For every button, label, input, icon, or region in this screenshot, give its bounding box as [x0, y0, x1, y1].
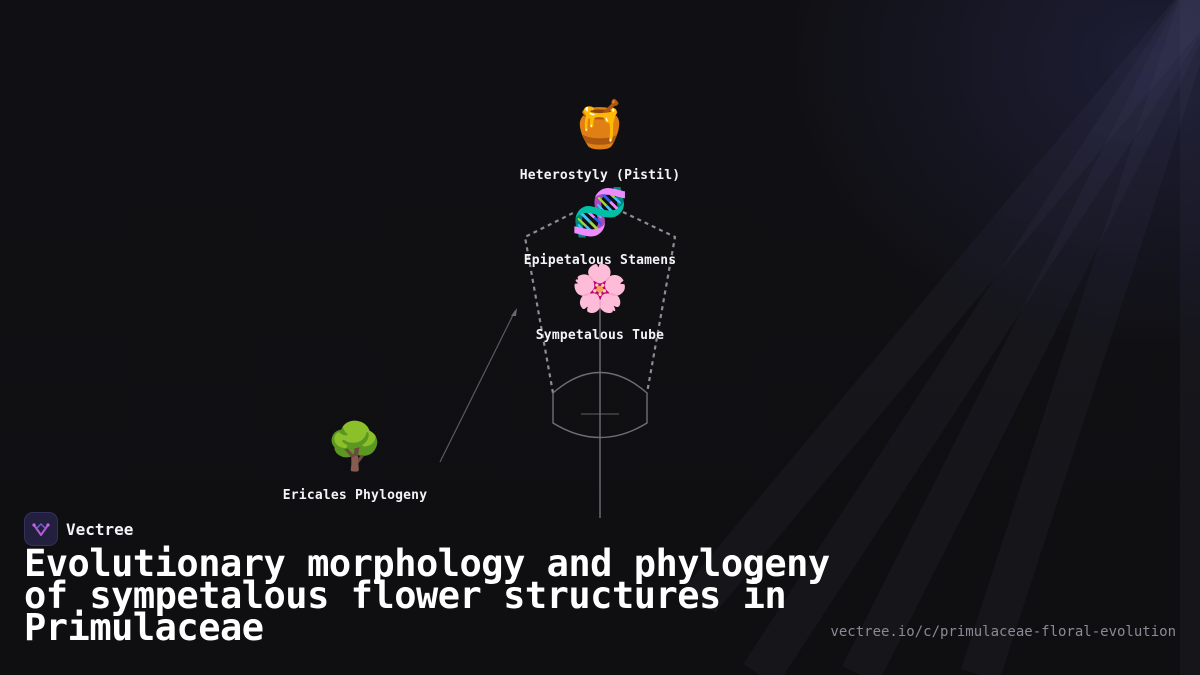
node-stamens[interactable]: 🧬 Epipetalous Stamens	[500, 184, 700, 268]
phylogeny-arrowhead	[511, 308, 517, 316]
dna-icon: 🧬	[571, 185, 629, 239]
node-label: Epipetalous Stamens	[523, 253, 677, 268]
funnel-outline	[523, 211, 677, 394]
node-tube[interactable]: 🌸 Sympetalous Tube	[500, 260, 700, 343]
node-phylogeny[interactable]: 🌳 Ericales Phylogeny	[255, 418, 455, 503]
node-label: Ericales Phylogeny	[282, 488, 428, 503]
tree-icon: 🌳	[326, 419, 384, 473]
node-heterostyly[interactable]: 🍯 Heterostyly (Pistil)	[500, 96, 700, 183]
brand-name: Vectree	[66, 519, 134, 539]
brand: Vectree	[24, 512, 133, 546]
node-label: Heterostyly (Pistil)	[519, 168, 681, 183]
node-label: Sympetalous Tube	[535, 328, 665, 343]
cherry-blossom-icon: 🌸	[571, 261, 629, 315]
vectree-logo-icon	[24, 512, 58, 546]
source-url[interactable]: vectree.io/c/primulaceae-floral-evolutio…	[830, 624, 1176, 640]
flower-base	[552, 371, 648, 439]
honey-pot-icon: 🍯	[571, 97, 629, 151]
page-title: Evolutionary morphology and phylogeny of…	[24, 542, 830, 649]
phylogeny-arrow	[439, 310, 516, 463]
